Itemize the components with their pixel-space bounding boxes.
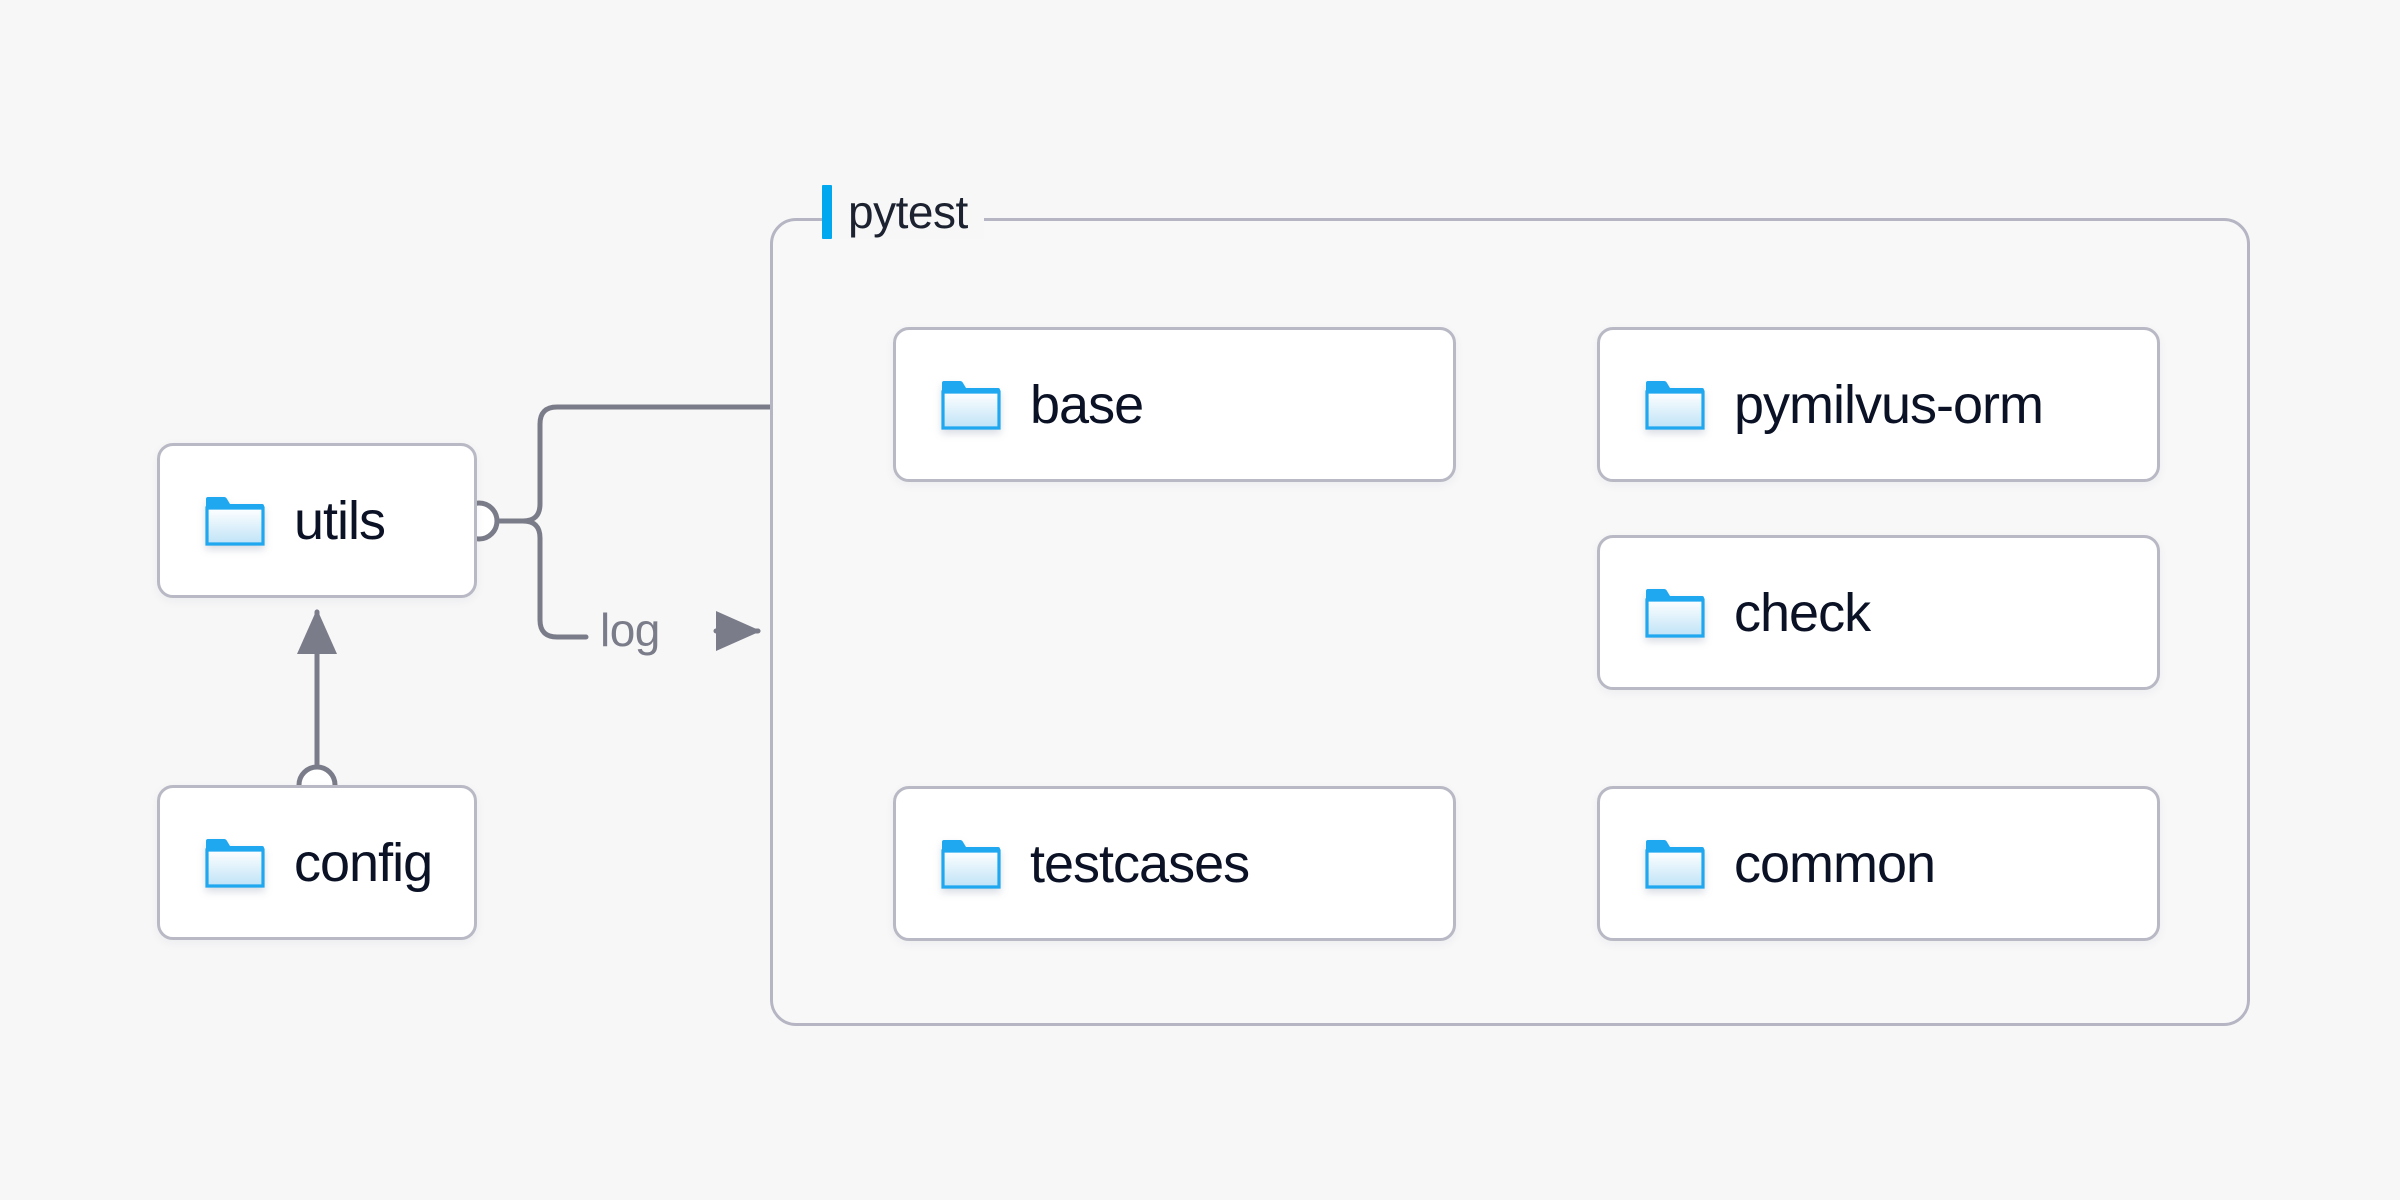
group-pytest-title: pytest — [848, 186, 968, 238]
accent-bar-icon — [822, 185, 832, 239]
node-common[interactable]: common — [1597, 786, 2160, 941]
node-common-label: common — [1734, 833, 1936, 894]
edge-utils-log — [497, 518, 589, 640]
folder-icon — [940, 379, 1002, 431]
folder-icon — [940, 838, 1002, 890]
group-pytest-label: pytest — [822, 185, 984, 239]
node-check[interactable]: check — [1597, 535, 2160, 690]
edge-label-log: log — [600, 604, 660, 656]
node-pymilvus-orm[interactable]: pymilvus-orm — [1597, 327, 2160, 482]
folder-icon — [1644, 838, 1706, 890]
node-testcases[interactable]: testcases — [893, 786, 1456, 941]
node-base-label: base — [1030, 374, 1144, 435]
node-utils-label: utils — [294, 490, 386, 551]
folder-icon — [204, 837, 266, 889]
node-base[interactable]: base — [893, 327, 1456, 482]
folder-icon — [1644, 587, 1706, 639]
node-check-label: check — [1734, 582, 1871, 643]
node-testcases-label: testcases — [1030, 833, 1250, 894]
node-utils[interactable]: utils — [157, 443, 477, 598]
node-pymilvus-orm-label: pymilvus-orm — [1734, 374, 2044, 435]
node-config[interactable]: config — [157, 785, 477, 940]
folder-icon — [204, 495, 266, 547]
folder-icon — [1644, 379, 1706, 431]
node-config-label: config — [294, 832, 433, 893]
